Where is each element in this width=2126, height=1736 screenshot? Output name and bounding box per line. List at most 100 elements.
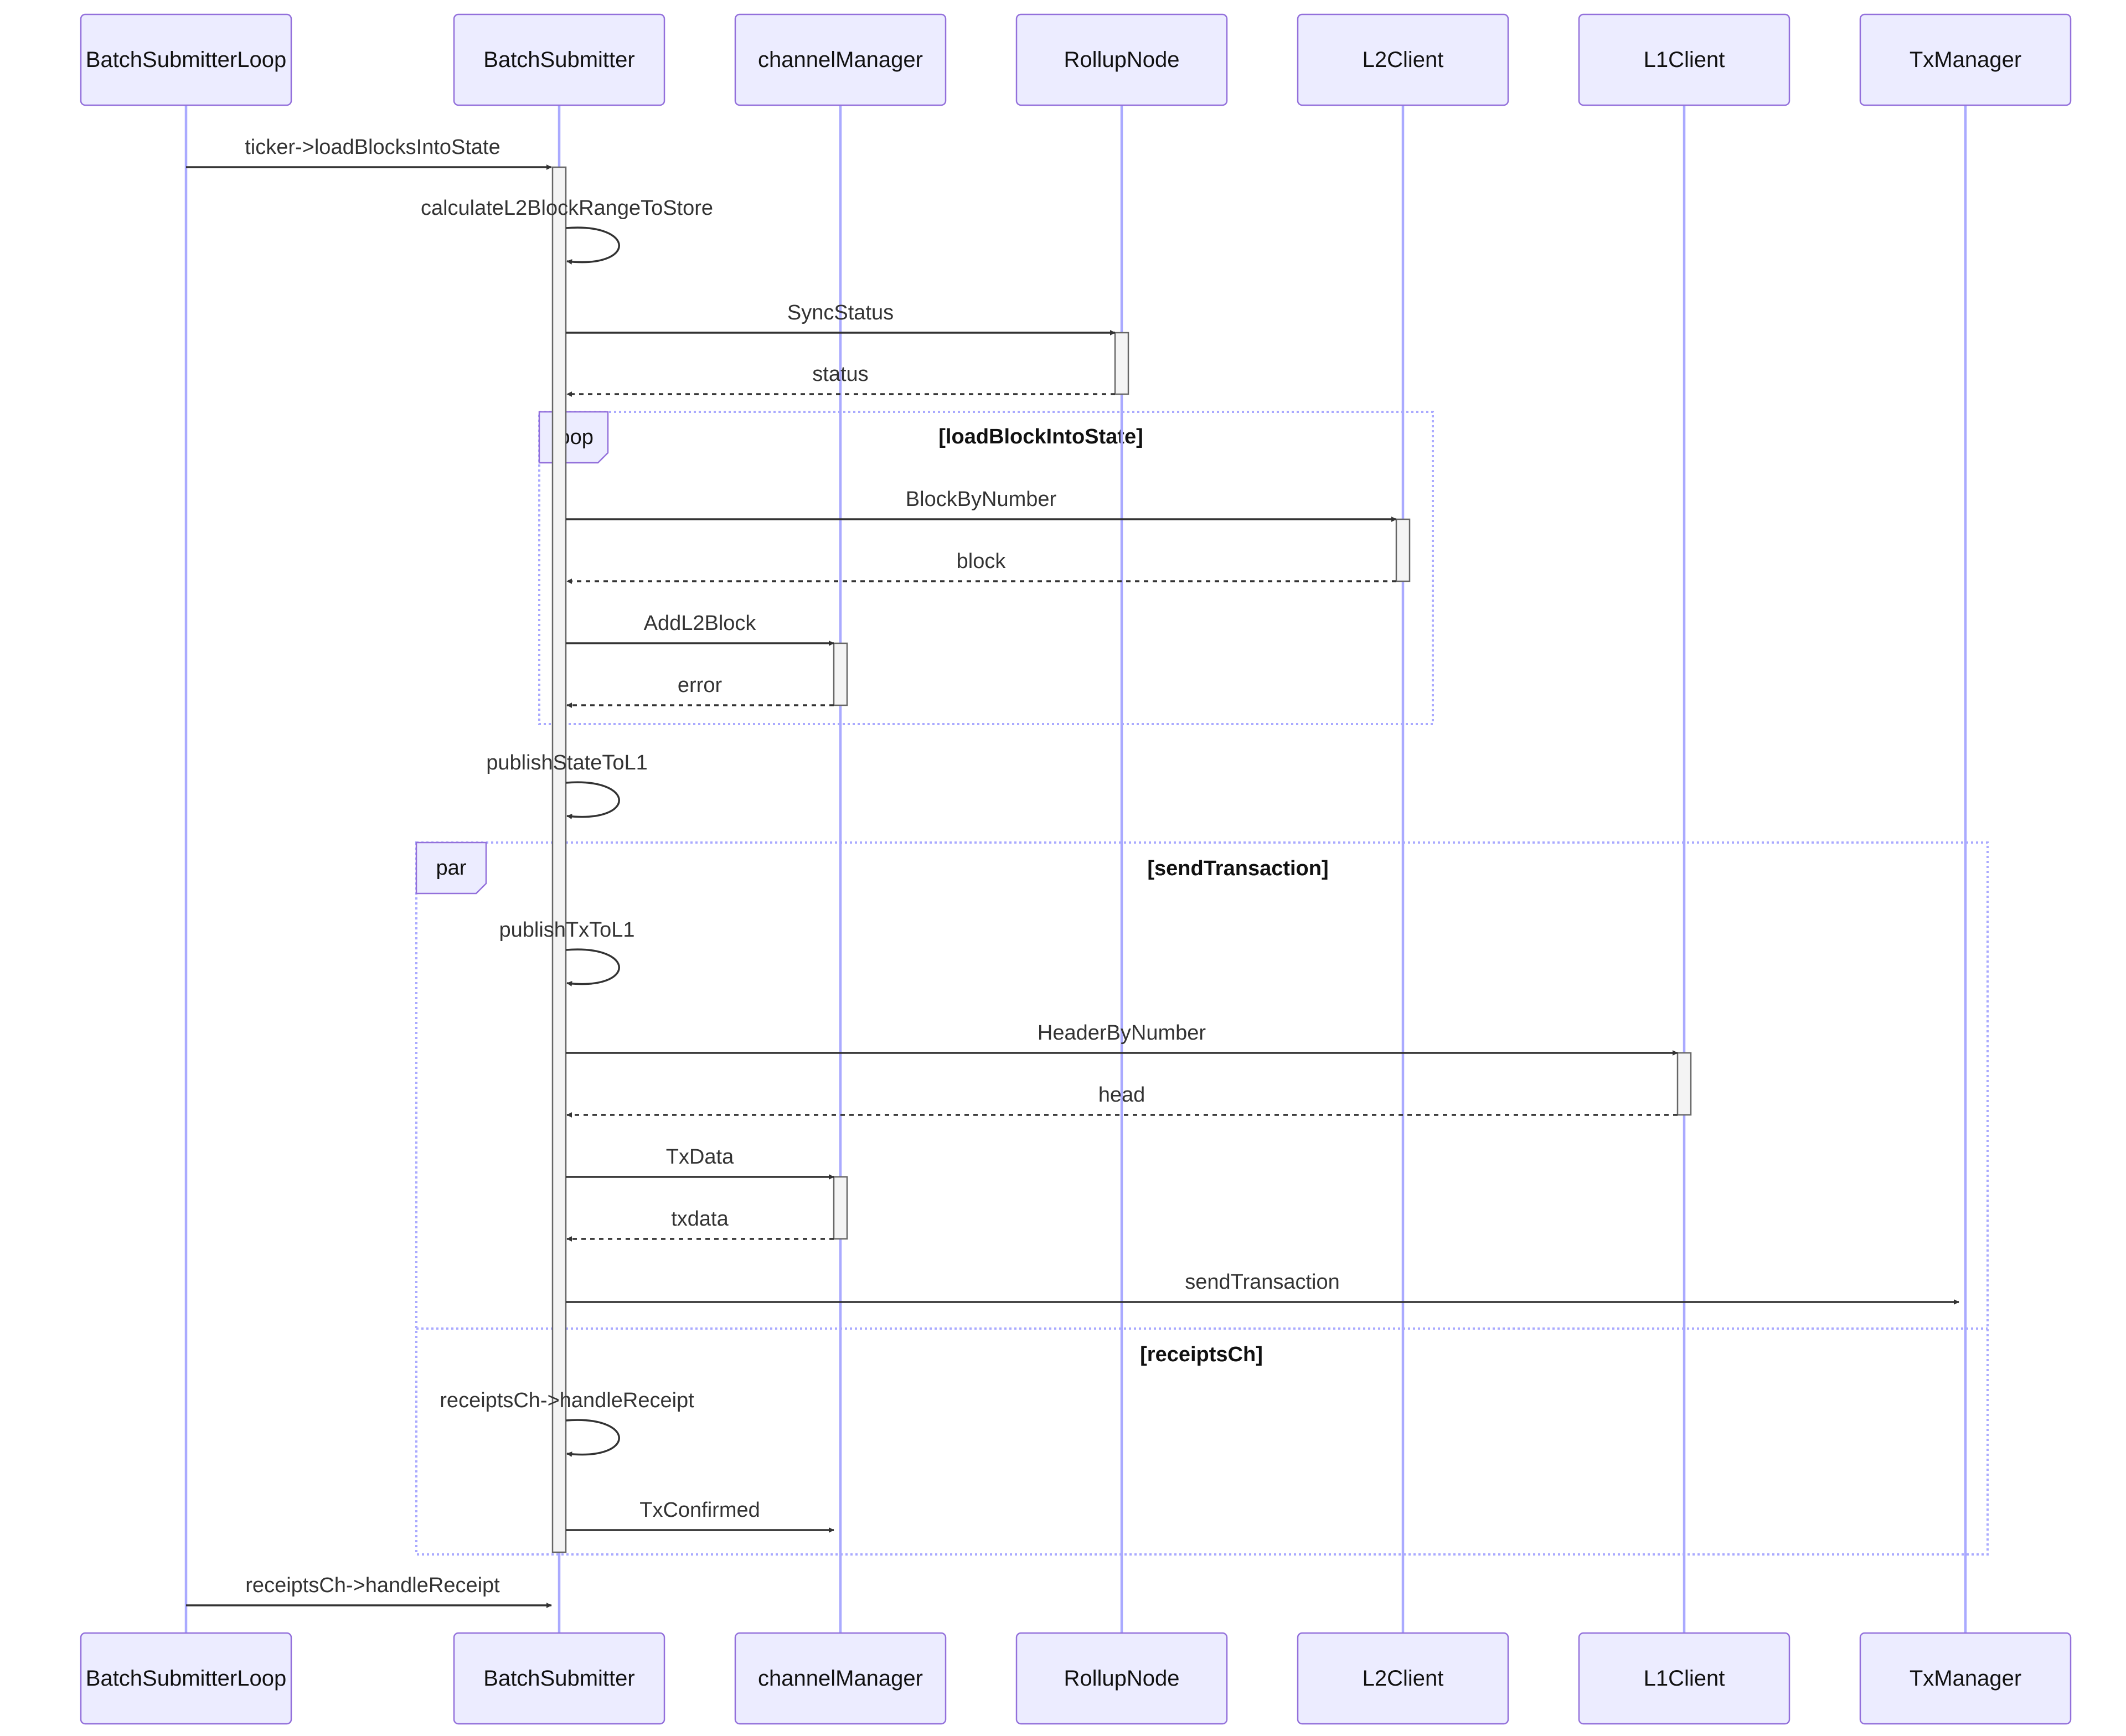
activation-channelManager bbox=[833, 1176, 848, 1240]
actor-label: TxManager bbox=[1910, 1666, 2021, 1691]
activation-L1Client bbox=[1676, 1052, 1692, 1116]
actor-bottom-TxManager: TxManager bbox=[1859, 1632, 2072, 1725]
actor-box bbox=[1859, 13, 2072, 106]
message-13: txdata bbox=[566, 1207, 834, 1242]
message-5: block bbox=[566, 550, 1396, 584]
message-label: BlockByNumber bbox=[906, 488, 1057, 511]
self-message-arrow bbox=[565, 781, 620, 819]
actor-label: L1Client bbox=[1644, 48, 1725, 72]
actor-box bbox=[734, 13, 947, 106]
actor-bottom-L2Client: L2Client bbox=[1297, 1632, 1509, 1725]
message-label: HeaderByNumber bbox=[1038, 1021, 1206, 1045]
actor-top-RollupNode: RollupNode bbox=[1015, 13, 1228, 106]
actor-label: BatchSubmitterLoop bbox=[86, 1666, 286, 1691]
message-11: head bbox=[566, 1083, 1678, 1118]
frames-layer: loop[loadBlockIntoState]par[sendTransact… bbox=[415, 411, 1989, 1556]
actor-label: channelManager bbox=[758, 1666, 923, 1691]
self-message-arrow bbox=[565, 226, 620, 265]
message-label: AddL2Block bbox=[644, 612, 757, 635]
message-label: publishStateToL1 bbox=[486, 751, 648, 774]
message-label: receiptsCh->handleReceipt bbox=[440, 1389, 694, 1412]
activation-channelManager bbox=[833, 642, 848, 706]
message-label: txdata bbox=[671, 1207, 729, 1231]
par-frame-tag-label: par bbox=[436, 856, 467, 880]
message-label: status bbox=[812, 363, 868, 386]
message-2: SyncStatus bbox=[566, 301, 1116, 335]
actor-box bbox=[453, 1632, 665, 1725]
actor-box bbox=[1578, 1632, 1790, 1725]
message-label: head bbox=[1098, 1083, 1145, 1107]
actor-label: L2Client bbox=[1363, 1666, 1444, 1691]
message-1: calculateL2BlockRangeToStore bbox=[421, 197, 713, 265]
message-label: ticker->loadBlocksIntoState bbox=[245, 136, 500, 159]
actor-top-BatchSubmitterLoop: BatchSubmitterLoop bbox=[80, 13, 292, 106]
actor-box bbox=[1297, 13, 1509, 106]
actor-label: channelManager bbox=[758, 48, 923, 72]
actor-box bbox=[1297, 1632, 1509, 1725]
activations-layer bbox=[551, 166, 1692, 1553]
message-label: SyncStatus bbox=[787, 301, 894, 324]
activation-L2Client bbox=[1395, 518, 1411, 582]
self-message-arrow bbox=[565, 948, 620, 986]
par-frame-condition: [sendTransaction] bbox=[1147, 857, 1328, 880]
message-17: receiptsCh->handleReceipt bbox=[186, 1574, 552, 1608]
message-10: HeaderByNumber bbox=[566, 1021, 1678, 1056]
actor-label: BatchSubmitter bbox=[483, 48, 634, 72]
actor-bottom-BatchSubmitter: BatchSubmitter bbox=[453, 1632, 665, 1725]
actor-label: L1Client bbox=[1644, 1666, 1725, 1691]
actor-bottom-RollupNode: RollupNode bbox=[1015, 1632, 1228, 1725]
actor-box bbox=[1015, 13, 1228, 106]
message-8: publishStateToL1 bbox=[486, 751, 648, 819]
actor-box bbox=[80, 1632, 292, 1725]
message-14: sendTransaction bbox=[566, 1270, 1959, 1305]
actor-top-L2Client: L2Client bbox=[1297, 13, 1509, 106]
message-label: sendTransaction bbox=[1185, 1270, 1340, 1294]
par-frame-border bbox=[415, 841, 1989, 1556]
actor-box bbox=[1015, 1632, 1228, 1725]
actor-top-BatchSubmitter: BatchSubmitter bbox=[453, 13, 665, 106]
par-frame-tag bbox=[415, 841, 487, 895]
message-12: TxData bbox=[566, 1145, 834, 1180]
actor-top-TxManager: TxManager bbox=[1859, 13, 2072, 106]
message-3: status bbox=[566, 363, 1115, 397]
par-frame: par [sendTransaction] [receiptsCh] bbox=[415, 841, 1989, 1556]
actor-label: BatchSubmitter bbox=[483, 1666, 634, 1691]
actor-label: L2Client bbox=[1363, 48, 1444, 72]
actor-label: RollupNode bbox=[1064, 1666, 1179, 1691]
actor-top-L1Client: L1Client bbox=[1578, 13, 1790, 106]
activation-RollupNode bbox=[1114, 332, 1129, 395]
message-label: calculateL2BlockRangeToStore bbox=[421, 197, 713, 220]
actor-bottom-L1Client: L1Client bbox=[1578, 1632, 1790, 1725]
actor-box bbox=[453, 13, 665, 106]
actor-label: RollupNode bbox=[1064, 48, 1179, 72]
actor-label: TxManager bbox=[1910, 48, 2021, 72]
actor-label: BatchSubmitterLoop bbox=[86, 48, 286, 72]
message-7: error bbox=[566, 674, 834, 708]
actor-bottom-channelManager: channelManager bbox=[734, 1632, 947, 1725]
message-label: TxConfirmed bbox=[639, 1499, 760, 1522]
messages-layer: ticker->loadBlocksIntoState calculateL2Bl… bbox=[186, 136, 1959, 1608]
actor-box bbox=[1859, 1632, 2072, 1725]
message-9: publishTxToL1 bbox=[499, 918, 635, 986]
loop-frame-condition: [loadBlockIntoState] bbox=[938, 425, 1143, 448]
message-16: TxConfirmed bbox=[566, 1499, 834, 1533]
actor-box bbox=[1578, 13, 1790, 106]
actor-top-channelManager: channelManager bbox=[734, 13, 947, 106]
self-message-arrow bbox=[565, 1419, 620, 1457]
actor-box bbox=[734, 1632, 947, 1725]
actor-box bbox=[80, 13, 292, 106]
message-6: AddL2Block bbox=[566, 612, 834, 646]
message-label: publishTxToL1 bbox=[499, 918, 634, 942]
message-label: TxData bbox=[666, 1145, 734, 1169]
message-15: receiptsCh->handleReceipt bbox=[440, 1389, 694, 1457]
message-label: receiptsCh->handleReceipt bbox=[245, 1574, 500, 1597]
message-4: BlockByNumber bbox=[566, 488, 1397, 522]
par-frame-condition: [receiptsCh] bbox=[1140, 1343, 1263, 1366]
activation-BatchSubmitter bbox=[551, 166, 567, 1553]
message-label: error bbox=[678, 674, 723, 697]
message-0: ticker->loadBlocksIntoState bbox=[186, 136, 552, 170]
message-label: block bbox=[957, 550, 1007, 573]
actor-bottom-BatchSubmitterLoop: BatchSubmitterLoop bbox=[80, 1632, 292, 1725]
